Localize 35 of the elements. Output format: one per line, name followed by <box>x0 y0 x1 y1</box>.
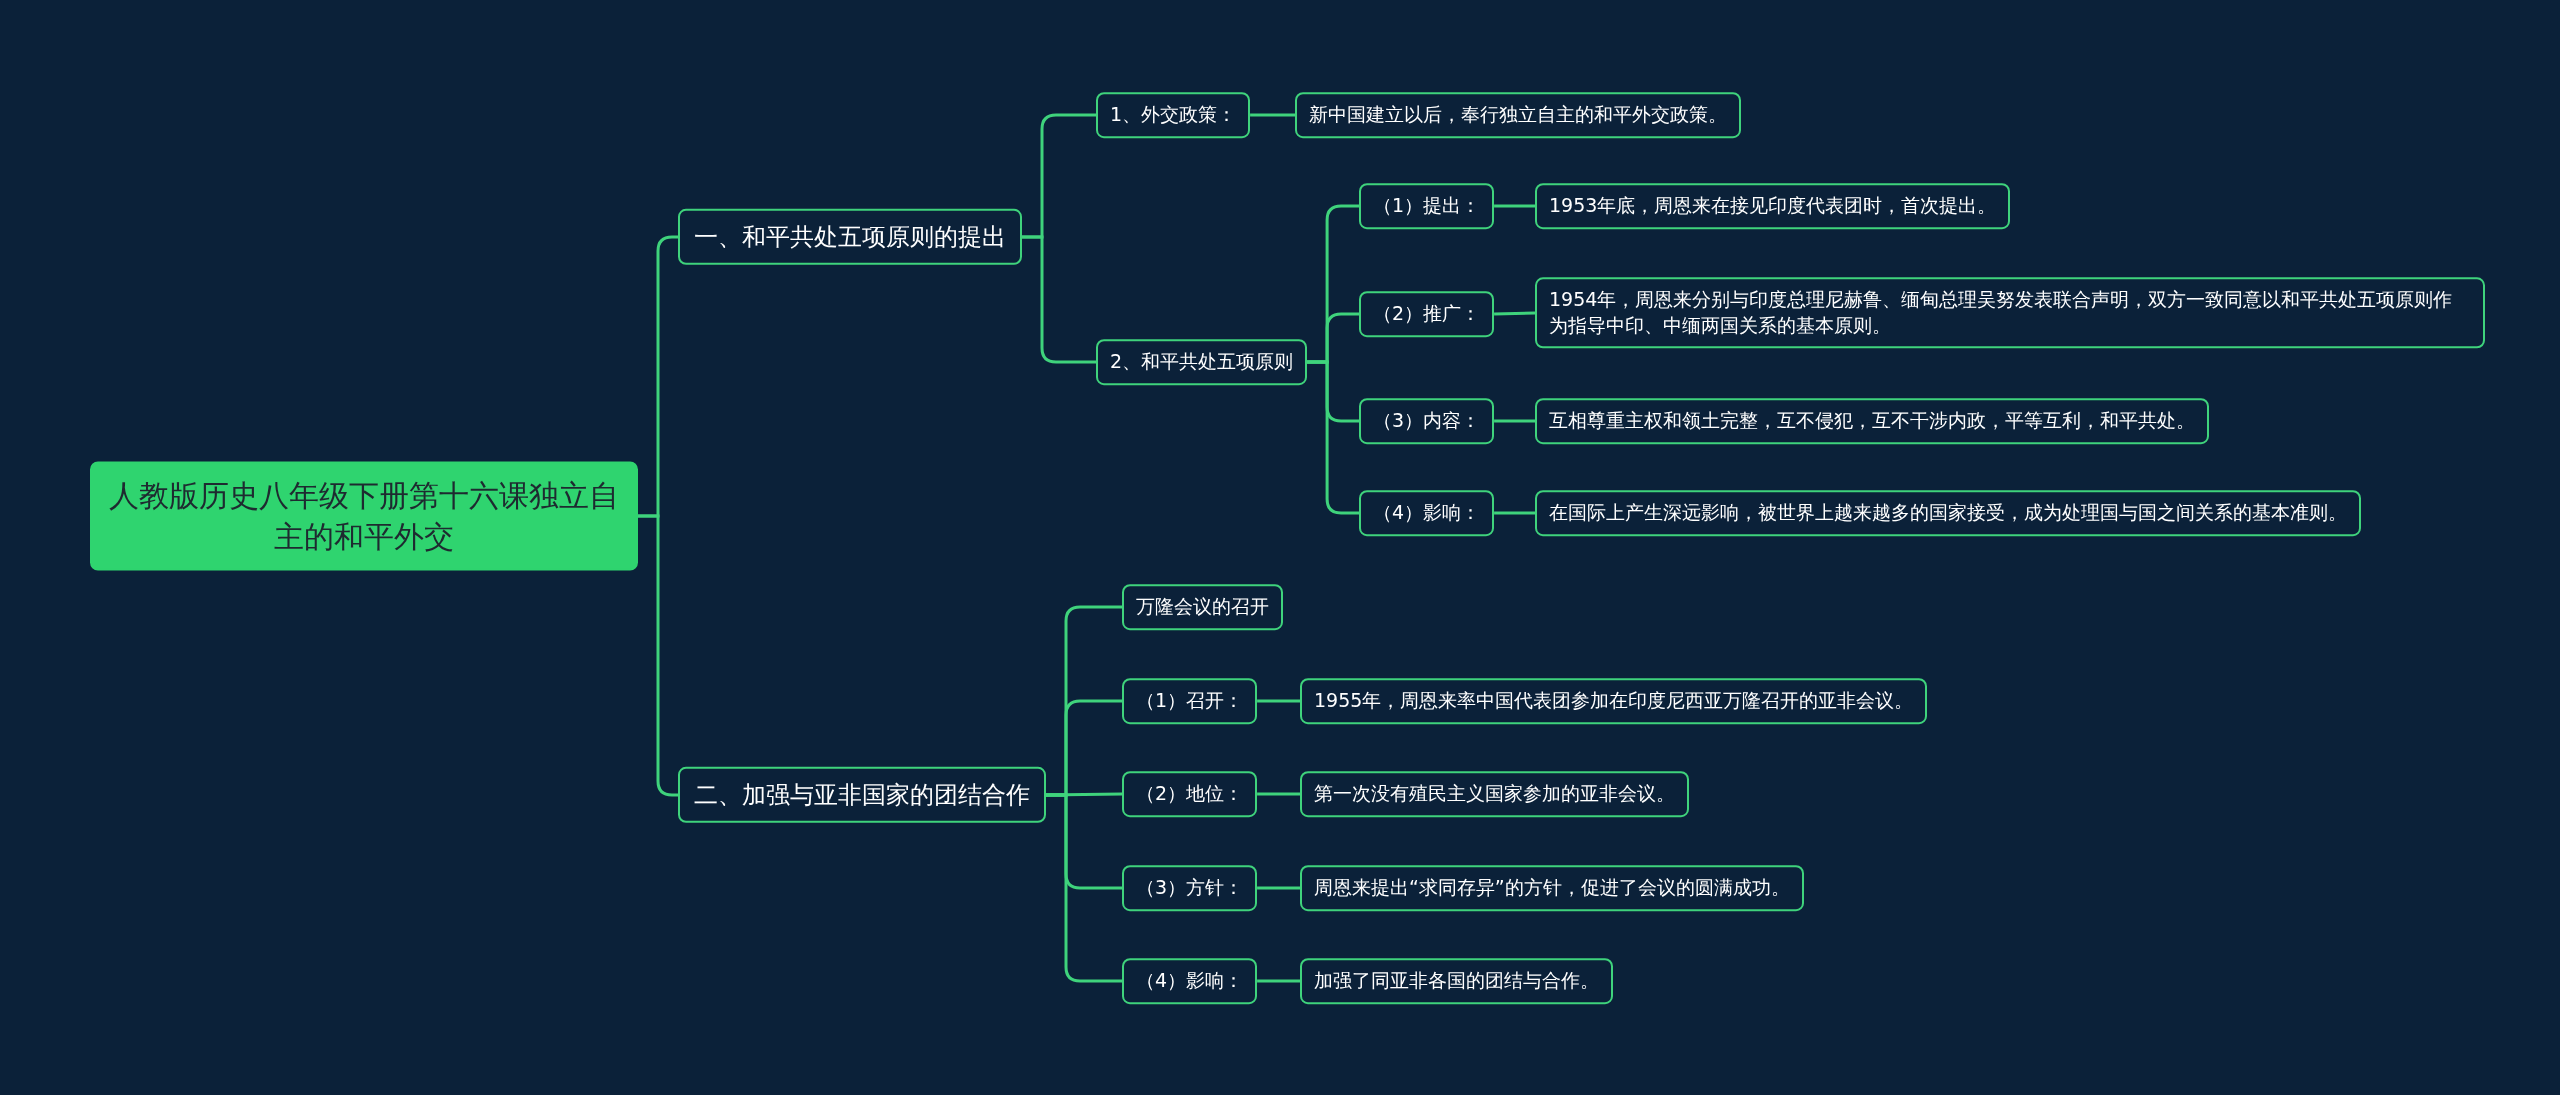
connector-line <box>1257 886 1300 890</box>
topic-box: 1955年，周恩来率中国代表团参加在印度尼西亚万隆召开的亚非会议。 <box>1300 678 1928 724</box>
connector-line <box>1257 979 1300 983</box>
topic-box: （3）内容： <box>1359 398 1495 444</box>
topic-box: 周恩来提出“求同存异”的方针，促进了会议的圆满成功。 <box>1300 865 1804 911</box>
topic-box: 加强了同亚非各国的团结与合作。 <box>1300 958 1613 1004</box>
connector-line <box>1494 511 1535 515</box>
connector-line <box>1046 793 1122 983</box>
topic-box: （2）地位： <box>1122 771 1258 817</box>
topic-box: 一、和平共处五项原则的提出 <box>678 208 1022 266</box>
connector-line <box>1494 419 1535 423</box>
topic-box: 新中国建立以后，奉行独立自主的和平外交政策。 <box>1295 92 1741 138</box>
topic-box: 1953年底，周恩来在接见印度代表团时，首次提出。 <box>1535 183 2011 229</box>
topic-box: （4）影响： <box>1122 958 1258 1004</box>
topic-box: 互相尊重主权和领土完整，互不侵犯，互不干涉内政，平等互利，和平共处。 <box>1535 398 2209 444</box>
connector-line <box>1257 699 1300 703</box>
connector-line <box>1494 204 1535 208</box>
connector-line <box>1022 235 1096 364</box>
topic-box: （3）方针： <box>1122 865 1258 911</box>
topic-box: 2、和平共处五项原则 <box>1096 339 1308 385</box>
connector-line <box>1494 311 1536 316</box>
topic-box: （2）推广： <box>1359 291 1495 337</box>
connector-line <box>1045 792 1123 797</box>
root-topic: 人教版历史八年级下册第十六课独立自主的和平外交 <box>90 461 638 571</box>
topic-box: 1、外交政策： <box>1096 92 1251 138</box>
topic-box: （1）召开： <box>1122 678 1258 724</box>
topic-box: （4）影响： <box>1359 490 1495 536</box>
topic-box: 1954年，周恩来分别与印度总理尼赫鲁、缅甸总理吴努发表联合声明，双方一致同意以和平共处五项原则作为指导中印、中缅两国关系的基本原则。 <box>1535 277 2485 349</box>
topic-box: 第一次没有殖民主义国家参加的亚非会议。 <box>1300 771 1689 817</box>
topic-box: （1）提出： <box>1359 183 1495 229</box>
topic-box: 万隆会议的召开 <box>1122 584 1283 630</box>
connector-line <box>1250 113 1295 117</box>
connector-line <box>1257 792 1300 796</box>
topic-box: 二、加强与亚非国家的团结合作 <box>678 766 1046 824</box>
topic-box: 在国际上产生深远影响，被世界上越来越多的国家接受，成为处理国与国之间关系的基本准则。 <box>1535 490 2361 536</box>
